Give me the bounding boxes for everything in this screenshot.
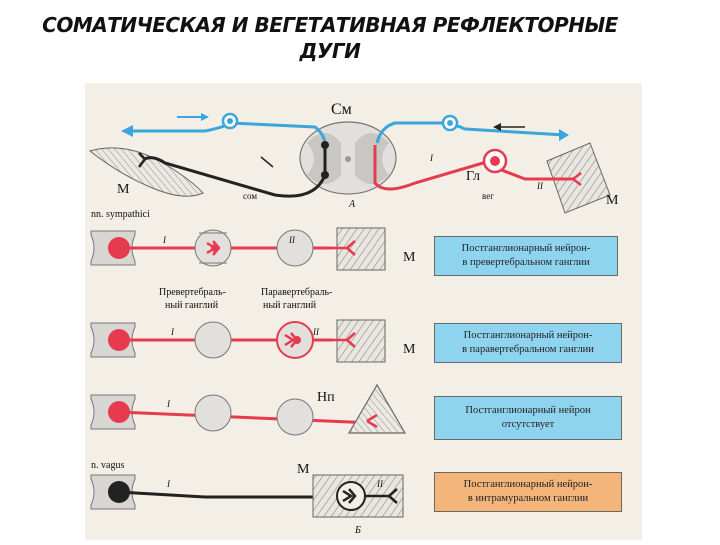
- row2-target-label: М: [403, 342, 416, 357]
- right-muscle: [546, 142, 611, 214]
- info-box-line: Постганглионарный нейрон-: [463, 479, 593, 490]
- row4-nerve-label: n. vagus: [91, 460, 124, 471]
- somatic-label: сом: [243, 191, 257, 201]
- info-box-line: в паравертебральном ганглии: [462, 344, 594, 355]
- somatic-efferent-fiber: [144, 147, 327, 198]
- info-box-line: в интрамуральном ганглии: [467, 493, 589, 504]
- afferent-arrowhead-left: [121, 125, 133, 137]
- neuron-one-label-a: I: [429, 153, 434, 163]
- row1-paravertebral-caption-1: Паравертебраль-: [261, 287, 332, 298]
- row4-neuron-two-label: II: [376, 479, 384, 489]
- panel-a-letter: А: [348, 199, 356, 210]
- info-box-line: отсутствует: [501, 419, 555, 430]
- row1-prevertebral-caption-2: ный ганглий: [165, 300, 219, 311]
- row1-neuron-two-label: II: [288, 235, 296, 245]
- info-box-intramural: Постганглионарный нейрон- в интрамуральн…: [434, 472, 622, 512]
- row1-paravertebral-caption-2: ный ганглий: [263, 300, 317, 311]
- row2-neuron-one-label: I: [170, 327, 175, 337]
- panel-a: См М М сом вег Гл I II А: [88, 101, 619, 214]
- row3-target-label: Нп: [317, 390, 335, 405]
- row-paravertebral: I II М: [90, 319, 416, 363]
- row4-neuron-one-label: I: [166, 479, 171, 489]
- muscle-left-label: М: [117, 182, 130, 197]
- reflex-arc-figure: См М М сом вег Гл I II А nn. sympathici …: [85, 83, 642, 540]
- info-box-line: Постганглионарный нейрон-: [461, 243, 591, 254]
- row1-prevertebral-caption-1: Превертебраль-: [159, 287, 226, 298]
- neuron-two-label-a: II: [536, 181, 544, 191]
- vegetative-label: вег: [482, 191, 494, 201]
- panel-b-letter: Б: [354, 525, 361, 536]
- info-box-line: Постганглионарный нейрон-: [463, 330, 593, 341]
- row1-neuron-one-label: I: [162, 235, 167, 245]
- muscle-right-label: М: [606, 193, 619, 208]
- slide-title-line1: СОМАТИЧЕСКАЯ И ВЕГЕТАТИВНАЯ РЕФЛЕКТОРНЫЕ: [42, 13, 618, 37]
- ganglion-label: Гл: [466, 169, 480, 184]
- row-intramural: n. vagus I II М Б: [90, 460, 404, 536]
- info-box-line: Постганглионарный нейрон: [465, 405, 591, 416]
- row1-nerve-label: nn. sympathici: [91, 209, 150, 220]
- row1-target-label: М: [403, 250, 416, 265]
- info-box-prevertebral: Постганглионарный нейрон- в превертебрал…: [434, 236, 618, 276]
- slide-title: СОМАТИЧЕСКАЯ И ВЕГЕТАТИВНАЯ РЕФЛЕКТОРНЫЕ…: [0, 12, 660, 64]
- row4-target-label: М: [297, 462, 310, 477]
- slide-title-line2: ДУГИ: [299, 39, 361, 63]
- left-muscle: [88, 147, 204, 197]
- row3-neuron-one-label: I: [166, 399, 171, 409]
- spinal-cord-label: См: [331, 101, 352, 118]
- info-box-paravertebral: Постганглионарный нейрон- в паравертебра…: [434, 323, 622, 363]
- info-box-line: в превертебральном ганглии: [462, 257, 590, 268]
- vegetative-efferent-fiber: [373, 145, 573, 191]
- row-no-postganglionic: I Нп: [90, 383, 407, 436]
- row-prevertebral: nn. sympathici I II М Превертебраль- ный…: [90, 209, 416, 311]
- row2-neuron-two-label: II: [312, 327, 320, 337]
- info-box-absent: Постганглионарный нейрон отсутствует: [434, 396, 622, 440]
